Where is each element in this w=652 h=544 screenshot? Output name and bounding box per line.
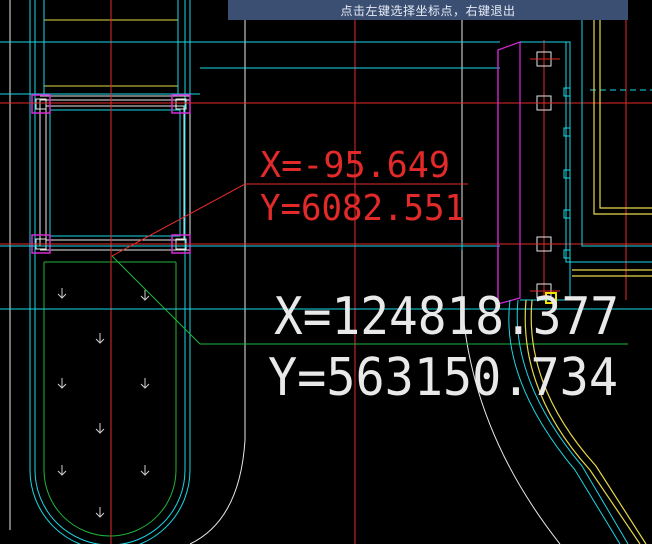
- red-coordinate-y: Y=6082.551: [260, 188, 465, 229]
- room-frame: [39, 95, 191, 251]
- right-structure-cyan: [508, 0, 652, 544]
- white-curbs: [9, 0, 561, 544]
- right-structure-magenta: [497, 41, 521, 305]
- green-leader: [111, 255, 628, 345]
- cyan-grid-lines: [0, 41, 652, 310]
- green-path-outline: [43, 261, 177, 537]
- left-building-outline: [29, 0, 191, 544]
- right-structure-yellow: [524, 0, 652, 544]
- command-prompt-text: 点击左键选择坐标点，右键退出: [340, 3, 516, 18]
- white-coordinate-x: X=124818.377: [274, 287, 619, 347]
- command-prompt-bar: 点击左键选择坐标点，右键退出: [228, 0, 628, 20]
- red-coordinate-x: X=-95.649: [260, 145, 450, 186]
- snap-point-marker[interactable]: [545, 292, 557, 304]
- room-frame-cyan: [0, 0, 200, 237]
- white-coordinate-y: Y=563150.734: [268, 348, 618, 408]
- down-arrow-icons: [57, 288, 150, 518]
- red-leader: [111, 183, 468, 257]
